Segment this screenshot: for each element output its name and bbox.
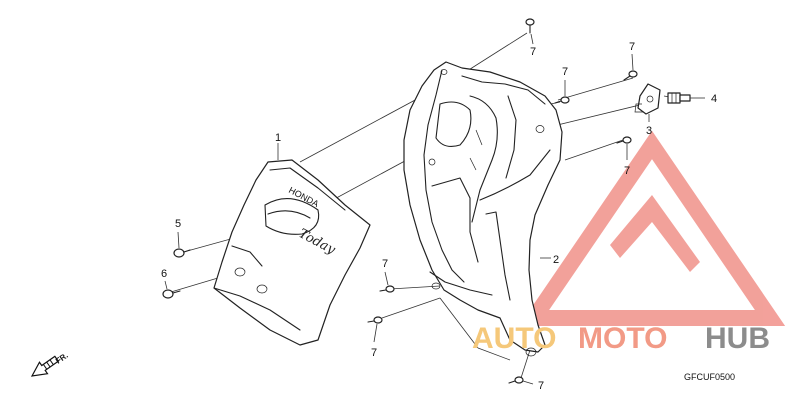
screw-lower-left-b	[367, 316, 383, 324]
callout-2: 2	[553, 254, 559, 266]
callout-3: 3	[646, 125, 652, 137]
screw-top	[525, 18, 535, 34]
fastener-part-6	[162, 289, 181, 299]
fastener-part-5	[173, 248, 191, 258]
inner-cover-part-2	[403, 61, 563, 357]
screw-upper-right	[623, 70, 638, 81]
screw-lower-left-a	[379, 285, 395, 293]
callout-7-upper-right: 7	[629, 41, 635, 53]
callout-7-top: 7	[530, 46, 536, 58]
callout-7-lower-left-a: 7	[382, 258, 388, 270]
callout-5: 5	[175, 218, 181, 230]
callout-1: 1	[275, 132, 281, 144]
diagram-code: GFCUF0500	[684, 372, 735, 382]
screw-bottom	[508, 376, 524, 384]
callout-7-mid: 7	[562, 66, 568, 78]
callout-6: 6	[161, 268, 167, 280]
callout-7-right: 7	[624, 165, 630, 177]
bolt-part-4	[667, 92, 691, 104]
callout-7-bottom: 7	[538, 380, 544, 392]
direction-label: FR.	[54, 351, 70, 366]
callout-7-lower-left-b: 7	[371, 347, 377, 359]
watermark-logo-icon	[518, 130, 786, 326]
bracket-part-3	[634, 83, 661, 115]
screw-right	[616, 136, 632, 144]
callout-4: 4	[711, 93, 717, 105]
screw-mid	[554, 96, 570, 104]
front-direction-arrow-icon	[30, 355, 60, 377]
watermark-text: AUTO MOTO HUB	[472, 322, 770, 355]
svg-text:AUTO: AUTO	[472, 322, 556, 355]
front-cover-part-1: HONDA Today	[213, 159, 371, 346]
svg-text:HUB: HUB	[705, 322, 770, 355]
svg-text:MOTO: MOTO	[578, 322, 667, 355]
